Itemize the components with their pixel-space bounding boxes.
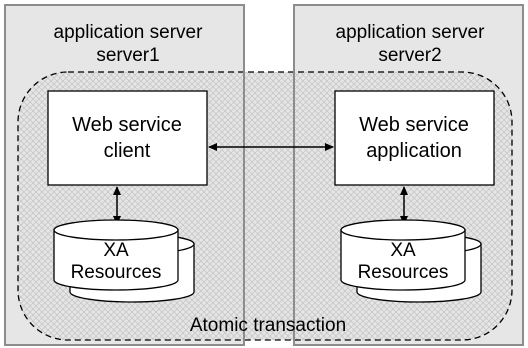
atomic-transaction-label: Atomic transaction (190, 315, 346, 336)
server1-title-line1: application server (54, 22, 204, 43)
web-service-application-box (334, 90, 495, 186)
resources2-label-line2: Resources (358, 262, 449, 283)
server1-title-line2: server1 (96, 45, 159, 66)
resources1-label-line2: Resources (71, 262, 162, 283)
server2-title-line2: server2 (378, 45, 441, 66)
resources2-label-line1: XA (390, 240, 416, 261)
client-label-line1: Web service (72, 114, 182, 136)
xa-resources-database-icon (53, 219, 195, 303)
xa-resources-database-icon (340, 219, 482, 303)
server2-title-line1: application server (336, 22, 486, 43)
client-label-line2: client (104, 140, 151, 162)
application-label-line2: application (366, 140, 462, 162)
application-label-line1: Web service (359, 114, 469, 136)
web-service-client-box (47, 90, 208, 186)
resources1-label-line1: XA (103, 240, 129, 261)
